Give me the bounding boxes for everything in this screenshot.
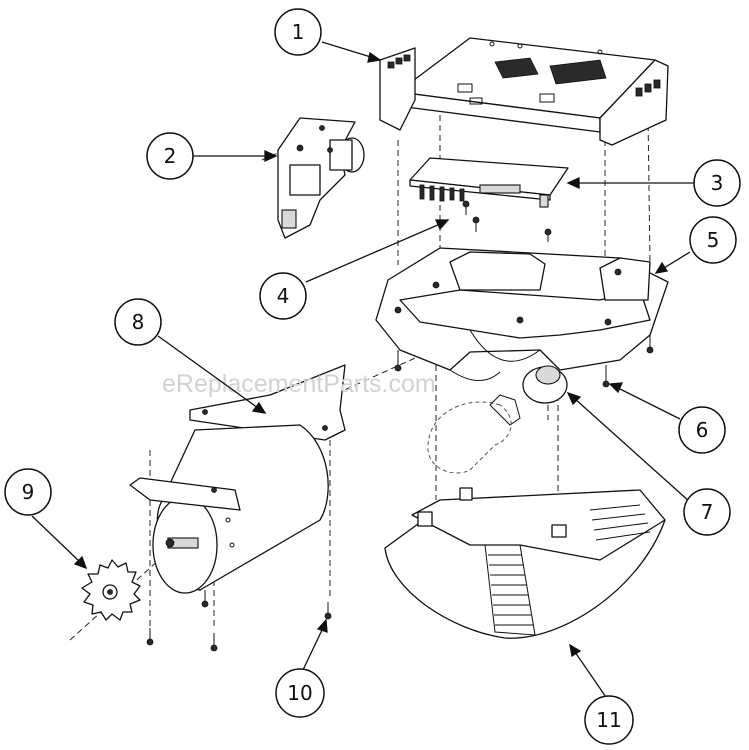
callout-7: 7 [683,488,731,536]
light-socket-and-bulb [427,365,568,474]
callout-9: 9 [4,468,52,516]
callout-label: 7 [701,500,714,524]
logic-board [409,157,569,208]
callout-label: 8 [132,310,145,334]
callout-5: 5 [689,216,737,264]
cover-vents [488,504,651,626]
callout-label: 9 [22,480,35,504]
leader-arrows [31,41,694,701]
callout-2: 2 [146,132,194,180]
callout-label: 11 [596,708,621,732]
callout-10: 10 [275,668,325,718]
callout-4: 4 [259,272,307,320]
callout-label: 6 [696,418,709,442]
callout-label: 1 [292,20,305,44]
callout-11: 11 [584,695,634,745]
limit-switch-assembly [277,117,365,239]
callout-label: 5 [707,228,720,252]
callout-label: 4 [277,284,290,308]
callout-1: 1 [274,8,322,56]
motor-assembly [129,364,346,594]
callout-6: 6 [678,406,726,454]
motor-screws [146,590,332,652]
chassis-top-bracket [379,37,669,146]
chassis-base-screws [394,335,654,388]
callout-label: 3 [711,171,724,195]
watermark-text: eReplacementParts.com [162,370,436,398]
logic-board-screws [462,200,552,242]
callout-label: 10 [287,681,312,705]
callout-label: 2 [164,144,177,168]
callout-3: 3 [693,159,741,207]
rpm-sensor-wheel [81,559,141,621]
light-cover [384,487,666,639]
callout-8: 8 [114,298,162,346]
chassis-base [375,247,669,381]
